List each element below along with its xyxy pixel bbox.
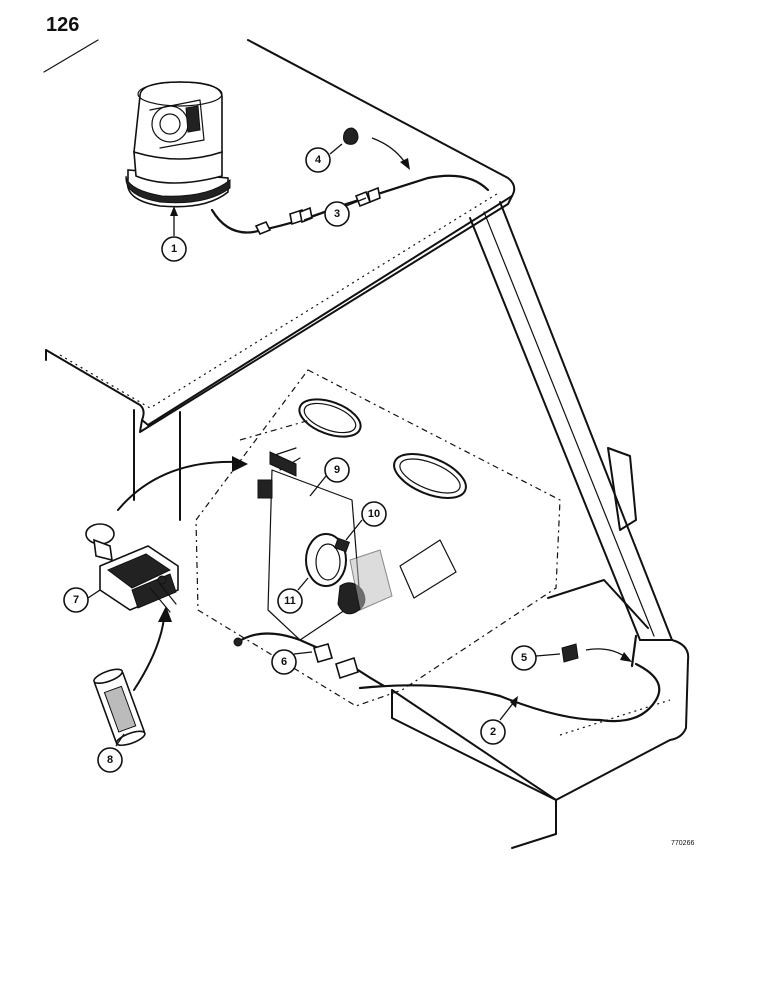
callout-8-label: 8 [107,754,113,766]
switch-assembly [257,451,393,641]
callout-5: 5 [511,645,561,671]
callout-11-label: 11 [284,595,296,607]
figure-code: 770266 [671,840,695,847]
callout-8: 8 [97,733,125,773]
callout-7: 7 [63,587,101,613]
callout-5-label: 5 [521,652,527,664]
callout-9-label: 9 [334,464,340,476]
toggle-switch [85,523,179,613]
callout-1: 1 [161,206,187,262]
dash-panel [195,369,561,707]
callout-4-label: 4 [315,154,322,166]
callout-6-label: 6 [281,656,287,668]
callout-6: 6 [271,649,313,675]
callout-1-label: 1 [171,243,177,255]
fuse [93,668,146,747]
callout-11: 11 [277,577,309,614]
beacon-lamp [125,81,231,208]
rops-post [469,201,673,641]
callout-4: 4 [305,143,343,173]
assembly-arrows [117,456,248,691]
connector [233,632,386,688]
callout-10-label: 10 [368,508,380,520]
callout-2-label: 2 [490,726,496,738]
grommet-lower [561,643,632,663]
callout-9: 9 [309,457,350,497]
callout-7-label: 7 [73,594,79,606]
header-rule [43,39,99,73]
callout-10: 10 [345,501,387,541]
callout-3-label: 3 [334,208,340,220]
main-harness [358,634,661,723]
cab-roof [45,39,516,521]
page-number: 126 [46,14,80,36]
callout-3: 3 [303,197,367,227]
callout-2: 2 [480,696,518,745]
grommet-upper [343,127,410,170]
